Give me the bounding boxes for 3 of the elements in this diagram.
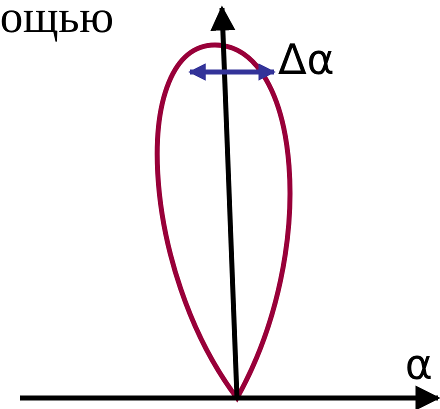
caption-text: ощью xyxy=(0,0,114,43)
angle-label: Δα xyxy=(278,35,334,84)
angle-label: α xyxy=(405,340,433,389)
